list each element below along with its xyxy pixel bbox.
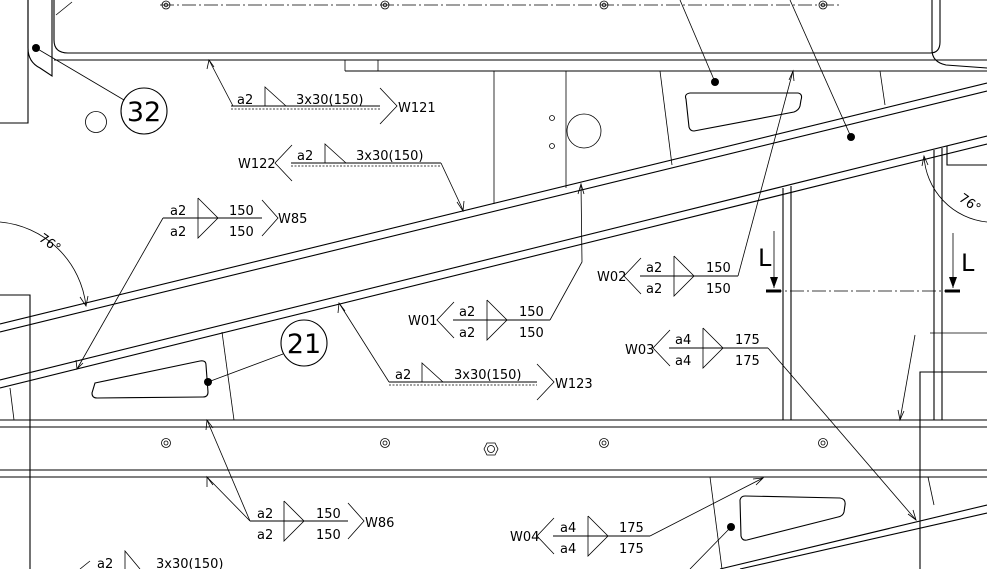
svg-text:150: 150 (316, 528, 341, 543)
svg-text:W122: W122 (238, 157, 276, 172)
svg-text:L: L (758, 244, 772, 272)
angle-right: 76° (921, 154, 987, 223)
bolt-row-top (161, 0, 828, 10)
svg-text:3x30(150): 3x30(150) (296, 93, 363, 108)
svg-text:a2: a2 (170, 204, 186, 219)
svg-text:W85: W85 (278, 212, 307, 227)
svg-text:a2: a2 (257, 528, 273, 543)
weld-w123: a2 3x30(150) W123 (337, 301, 593, 401)
svg-text:W04: W04 (510, 530, 539, 545)
svg-text:175: 175 (619, 542, 644, 557)
svg-text:175: 175 (735, 354, 760, 369)
svg-text:150: 150 (519, 305, 544, 320)
svg-text:150: 150 (706, 261, 731, 276)
left-plate-bottom (0, 294, 31, 569)
bottom-beam (0, 419, 987, 478)
svg-text:a4: a4 (560, 521, 576, 536)
weld-w01: W01 a2 a2 150 150 (408, 182, 585, 341)
svg-text:L: L (961, 249, 975, 277)
svg-text:3x30(150): 3x30(150) (356, 149, 423, 164)
section-mark-l: L L (758, 231, 975, 293)
svg-text:a2: a2 (257, 507, 273, 522)
svg-text:150: 150 (316, 507, 341, 522)
svg-text:a4: a4 (560, 542, 576, 557)
svg-text:175: 175 (735, 333, 760, 348)
svg-text:3x30(150): 3x30(150) (454, 368, 521, 383)
svg-text:21: 21 (287, 329, 321, 360)
svg-text:a4: a4 (675, 333, 691, 348)
svg-text:150: 150 (229, 225, 254, 240)
svg-text:a2: a2 (97, 557, 113, 569)
svg-text:175: 175 (619, 521, 644, 536)
svg-text:W121: W121 (398, 101, 436, 116)
svg-text:a2: a2 (459, 326, 475, 341)
svg-text:W02: W02 (597, 270, 626, 285)
svg-text:3x30(150): 3x30(150) (156, 557, 223, 569)
svg-text:a2: a2 (646, 282, 662, 297)
lower-diagonal (709, 476, 987, 569)
svg-text:a2: a2 (459, 305, 475, 320)
svg-text:a2: a2 (237, 93, 253, 108)
weld-w121: a2 3x30(150) W121 (206, 59, 436, 125)
bolt-row-bottom (161, 438, 828, 456)
svg-text:W86: W86 (365, 516, 394, 531)
balloon-32: 32 (35, 47, 168, 135)
svg-text:a4: a4 (675, 354, 691, 369)
left-plate-top (0, 0, 107, 133)
angle-left: 76° (0, 221, 89, 308)
svg-text:a2: a2 (170, 225, 186, 240)
gusset-lines (9, 70, 886, 421)
svg-text:150: 150 (519, 326, 544, 341)
svg-text:32: 32 (127, 97, 161, 128)
svg-text:W123: W123 (555, 377, 593, 392)
svg-text:a2: a2 (395, 368, 411, 383)
top-beam (53, 0, 987, 72)
svg-text:150: 150 (229, 204, 254, 219)
weld-w03: W03 a4 a4 175 175 (625, 327, 917, 522)
svg-text:W01: W01 (408, 314, 437, 329)
weld-w86: a2 a2 150 150 W86 (205, 418, 394, 543)
svg-text:a2: a2 (297, 149, 313, 164)
weld-w04: W04 a4 a4 175 175 (510, 477, 765, 557)
weld-bottom-partial: a2 3x30(150) (79, 549, 223, 569)
vertical-posts (782, 146, 987, 569)
svg-text:76°: 76° (956, 191, 983, 217)
weld-w85: a2 a2 150 150 W85 (75, 197, 307, 370)
svg-text:a2: a2 (646, 261, 662, 276)
weld-w122: W122 a2 3x30(150) (238, 143, 465, 213)
diagonal-member (0, 82, 987, 389)
weld-w02: W02 a2 a2 150 150 (597, 69, 795, 297)
svg-text:W03: W03 (625, 343, 654, 358)
svg-text:150: 150 (706, 282, 731, 297)
balloon-21: 21 (204, 319, 328, 386)
